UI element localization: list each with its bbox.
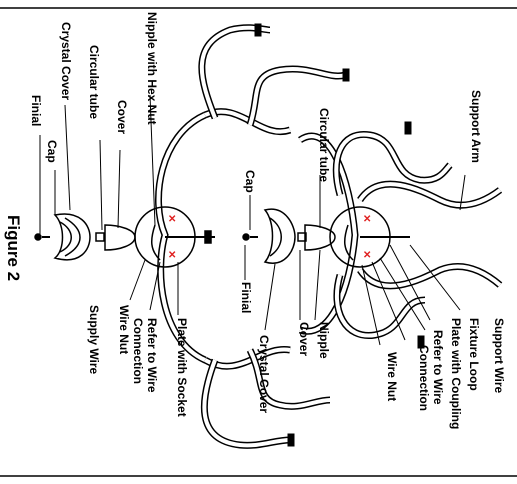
center-crystal [263, 208, 296, 264]
label-finial-left: Finial [29, 95, 43, 127]
label-support-wire: Support Wire [492, 318, 506, 394]
label-finial-center: Finial [239, 282, 253, 314]
label-wire-nut-left: Wire Nut [117, 305, 131, 355]
svg-text:✕: ✕ [168, 250, 176, 261]
upper-left-arms [198, 23, 350, 127]
figure-title: Figure 2 [4, 215, 23, 282]
label-refer-wire-right: Refer to Wire [431, 330, 445, 405]
label-cap-center: Cap [243, 170, 257, 193]
label-connection-left: Connection [131, 318, 145, 384]
label-plate-with-coupling: Plate with Coupling [449, 318, 463, 430]
lower-left-arms [200, 348, 331, 449]
svg-text:✕: ✕ [168, 214, 176, 225]
label-crystal-cover-center: Crystal Cover [257, 335, 271, 414]
label-circular-tube-left: Circular tube [87, 45, 101, 120]
label-cover-right: Cover [297, 322, 311, 357]
label-connection-right: Connection [417, 345, 431, 411]
label-nipple-hex-nut: Nipple with Hex Nut [145, 12, 159, 125]
label-wire-nut-right: Wire Nut [385, 352, 399, 402]
right-globe: ✕ ✕ [297, 206, 410, 268]
label-cap-left: Cap [45, 140, 59, 163]
label-refer-wire-left: Refer to Wire [145, 318, 159, 393]
label-plate-with-socket: Plate with Socket [175, 318, 189, 417]
leader-lines [39, 94, 466, 346]
left-globe: ✕ ✕ [134, 206, 215, 268]
right-ring-assembly [298, 132, 359, 335]
label-support-arm: Support Arm [469, 90, 483, 163]
left-cover [104, 224, 136, 251]
candle-cup [254, 23, 262, 37]
svg-text:✕: ✕ [363, 214, 371, 225]
label-cover-left: Cover [115, 100, 129, 135]
left-crystal-assembly [34, 213, 136, 261]
right-cover [304, 224, 336, 251]
center-crystal-assembly [242, 208, 296, 264]
right-arms [332, 121, 503, 349]
label-circular-tube-right: Circular tube [317, 108, 331, 183]
label-nipple-right: Nipple [317, 322, 331, 359]
label-fixture-loop: Fixture Loop [467, 318, 481, 391]
left-crystal [53, 213, 91, 261]
label-supply-wire: Supply Wire [87, 305, 101, 375]
svg-text:✕: ✕ [363, 250, 371, 261]
label-crystal-cover-left: Crystal Cover [59, 22, 73, 101]
